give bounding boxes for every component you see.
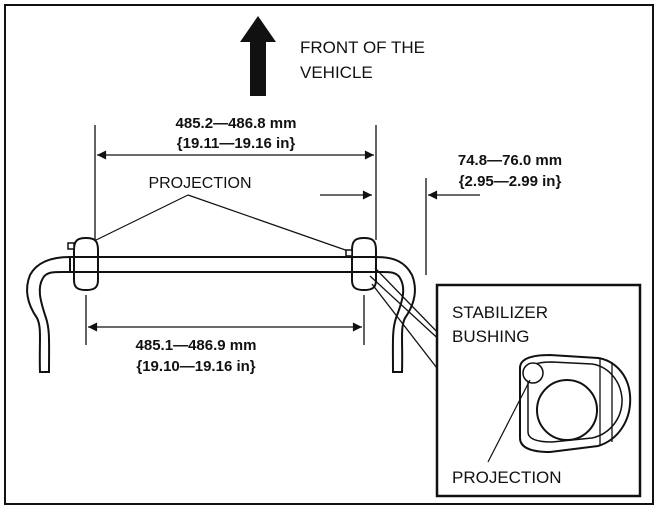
top-dimension-metric: 485.2—486.8 mm: [176, 115, 297, 132]
bottom-dimension-lines: [85, 295, 365, 345]
offset-dimension-imperial: {2.95—2.99 in}: [459, 173, 562, 190]
projection-leaders: [89, 194, 355, 254]
detail-projection-label: PROJECTION: [452, 468, 562, 487]
stabilizer-bushing-detail: [519, 353, 632, 454]
detail-projection-leader: [487, 379, 531, 463]
detail-title-line2: BUSHING: [452, 327, 529, 346]
detail-title-line1: STABILIZER: [452, 303, 548, 322]
top-dimension-lines: [94, 125, 377, 240]
right-bushing: [345, 236, 377, 292]
bottom-dimension-imperial: {19.10—19.16 in}: [136, 358, 255, 375]
offset-dimension-metric: 74.8—76.0 mm: [458, 152, 562, 169]
bottom-dimension-metric: 485.1—486.9 mm: [136, 337, 257, 354]
direction-label-line2: VEHICLE: [300, 63, 373, 82]
front-direction-arrow-icon: [240, 16, 276, 96]
figure-border: [4, 4, 654, 505]
stabilizer-bar: [26, 255, 416, 373]
direction-label-line1: FRONT OF THE: [300, 38, 425, 57]
projection-label: PROJECTION: [148, 175, 251, 192]
left-bushing: [67, 236, 99, 292]
top-dimension-imperial: {19.11—19.16 in}: [177, 135, 296, 152]
offset-dimension-lines: [320, 178, 480, 275]
